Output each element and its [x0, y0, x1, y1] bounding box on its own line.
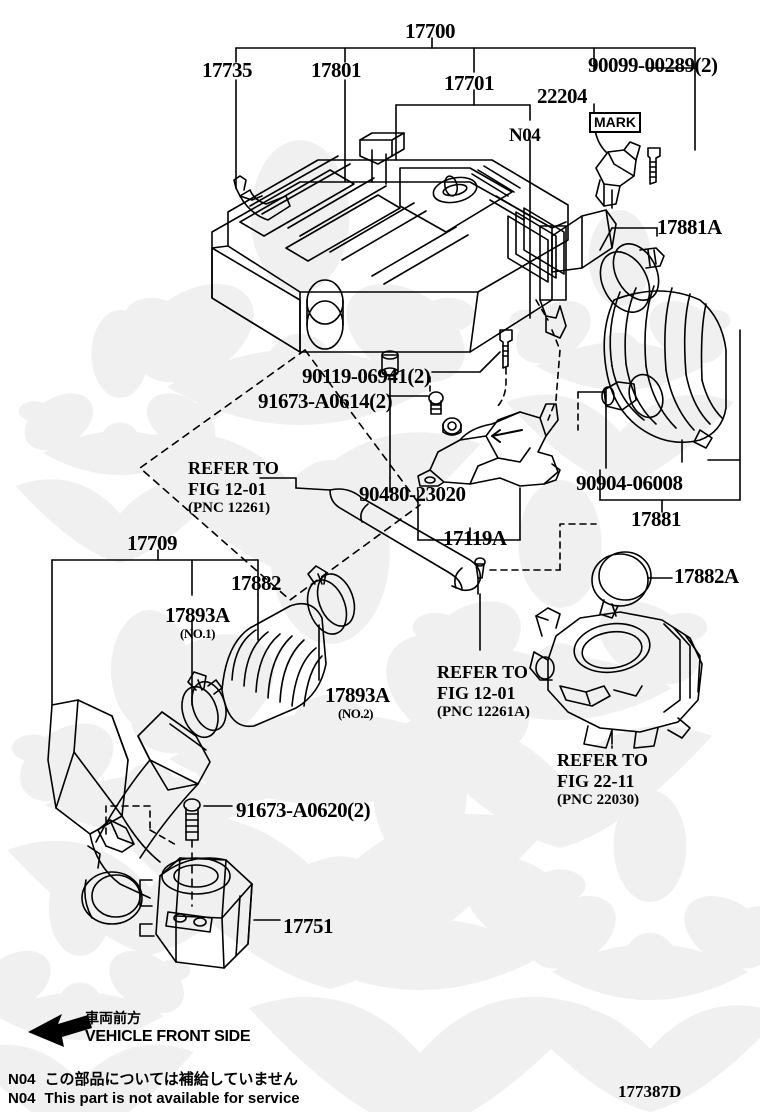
- callout-90119-06941-2-: 90119-06941(2): [302, 364, 431, 388]
- figure-id: 177387D: [618, 1082, 682, 1101]
- leader-bracket-17881: [599, 459, 741, 513]
- leader-90119: [431, 351, 501, 373]
- vehicle-front-arrow: [28, 1014, 92, 1047]
- callout-17893a: 17893A: [325, 683, 390, 707]
- callout-17881a: 17881A: [657, 215, 722, 239]
- callout-90099-00289-2-: 90099-00289(2): [588, 53, 718, 77]
- footnote-jp-code: N04: [8, 1071, 36, 1088]
- footnote-jp: N04 この部品については補給していません: [8, 1068, 298, 1089]
- callout--no-2-: (NO.2): [338, 706, 373, 721]
- bracket-17119a: [417, 403, 561, 487]
- callout-91673-a0620-2-: 91673-A0620(2): [236, 798, 371, 822]
- vehicle-front-label-jp: 車両前方: [85, 1011, 141, 1027]
- dashed-duct-link: [105, 805, 179, 847]
- refer-12261-pnc: (PNC 12261): [188, 500, 271, 517]
- footnote-en-code: N04: [8, 1090, 36, 1107]
- callout-17119a: 17119A: [443, 526, 507, 550]
- footnote-en: N04 This part is not available for servic…: [8, 1090, 300, 1107]
- vehicle-front-label-en: VEHICLE FRONT SIDE: [85, 1028, 251, 1045]
- air-cleaner-assembly: [211, 132, 617, 353]
- callout-17881: 17881: [631, 507, 682, 531]
- clamp-17893a-no2: [306, 565, 356, 635]
- callout-90904-06008: 90904-06008: [576, 471, 683, 495]
- callout-17882a: 17882A: [674, 564, 739, 588]
- refer-12261a-pnc: (PNC 12261A): [437, 704, 530, 721]
- callout-17701: 17701: [444, 71, 495, 95]
- refer-22030-pnc: (PNC 22030): [557, 792, 640, 809]
- callout-91673-a0614-2-: 91673-A0614(2): [258, 389, 393, 413]
- pin-12261a: [474, 557, 486, 595]
- footnote-jp-text: この部品については補給していません: [44, 1070, 298, 1088]
- dashed-guide-left: [139, 349, 421, 601]
- refer-22030-line2: FIG 22-11: [557, 771, 635, 792]
- air-hose-17882: [221, 602, 327, 728]
- bolt-90099: [647, 147, 661, 185]
- refer-12261-line1: REFER TO: [188, 458, 279, 478]
- refer-12261a-line2: FIG 12-01: [437, 683, 516, 704]
- bolt-90119: [499, 329, 513, 369]
- air-inlet-17751: [47, 699, 253, 969]
- footnote-en-text: This part is not available for service: [44, 1090, 300, 1107]
- callout-17801: 17801: [311, 58, 362, 82]
- leader-bracket-17119a: [389, 477, 521, 541]
- callout-17882: 17882: [231, 571, 282, 595]
- breather-hose: [295, 487, 482, 592]
- maf-sensor-22204: [595, 141, 641, 209]
- leader-refer-12261: [259, 477, 297, 489]
- air-hose-17881: [601, 285, 727, 449]
- refer-12261a-line1: REFER TO: [437, 662, 528, 682]
- callout-22204: 22204: [537, 84, 588, 108]
- mark-box-label: MARK: [594, 114, 636, 130]
- callout-17735: 17735: [202, 58, 253, 82]
- callout-17893a: 17893A: [165, 603, 230, 627]
- mark-box: MARK: [589, 112, 641, 133]
- callout-17751: 17751: [283, 914, 334, 938]
- callout-17709: 17709: [127, 531, 178, 555]
- clamp-17893a-no1: [181, 671, 227, 739]
- callout-90480-23020: 90480-23020: [359, 482, 466, 506]
- refer-12261-line2: FIG 12-01: [188, 479, 267, 500]
- leader-bracket-17700: [235, 37, 696, 76]
- throttle-body: [529, 607, 703, 749]
- bolt-91673-a0614: [428, 391, 444, 415]
- callout-n04: N04: [509, 125, 541, 146]
- grommet-90480: [381, 350, 399, 377]
- callout--no-1-: (NO.1): [180, 626, 215, 641]
- leader-bracket-17709: [51, 549, 259, 706]
- callout-17700: 17700: [405, 19, 456, 43]
- refer-22030-line1: REFER TO: [557, 750, 648, 770]
